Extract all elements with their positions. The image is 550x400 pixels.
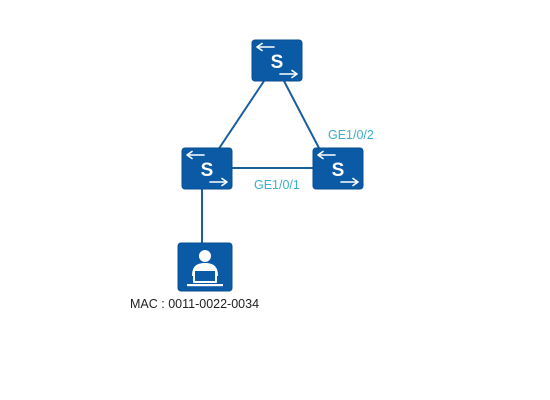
- switch-icon: S: [251, 39, 303, 82]
- switch-glyph: S: [201, 160, 214, 181]
- switch-icon: S: [181, 147, 233, 190]
- switch-right[interactable]: S: [312, 147, 364, 190]
- switch-top[interactable]: S: [251, 39, 303, 82]
- pc-host[interactable]: [177, 242, 233, 292]
- port-label-ge1-0-2: GE1/0/2: [328, 128, 374, 142]
- switch-left[interactable]: S: [181, 147, 233, 190]
- pc-user-icon: [177, 242, 233, 292]
- links: [201, 80, 321, 245]
- port-label-ge1-0-1: GE1/0/1: [254, 178, 300, 192]
- switch-icon: S: [312, 147, 364, 190]
- switch-glyph: S: [332, 160, 345, 181]
- pc-mac-address-label: MAC : 0011-0022-0034: [130, 297, 260, 311]
- link-top-left: [217, 80, 265, 151]
- link-top-right: [283, 80, 321, 151]
- switch-glyph: S: [271, 52, 284, 73]
